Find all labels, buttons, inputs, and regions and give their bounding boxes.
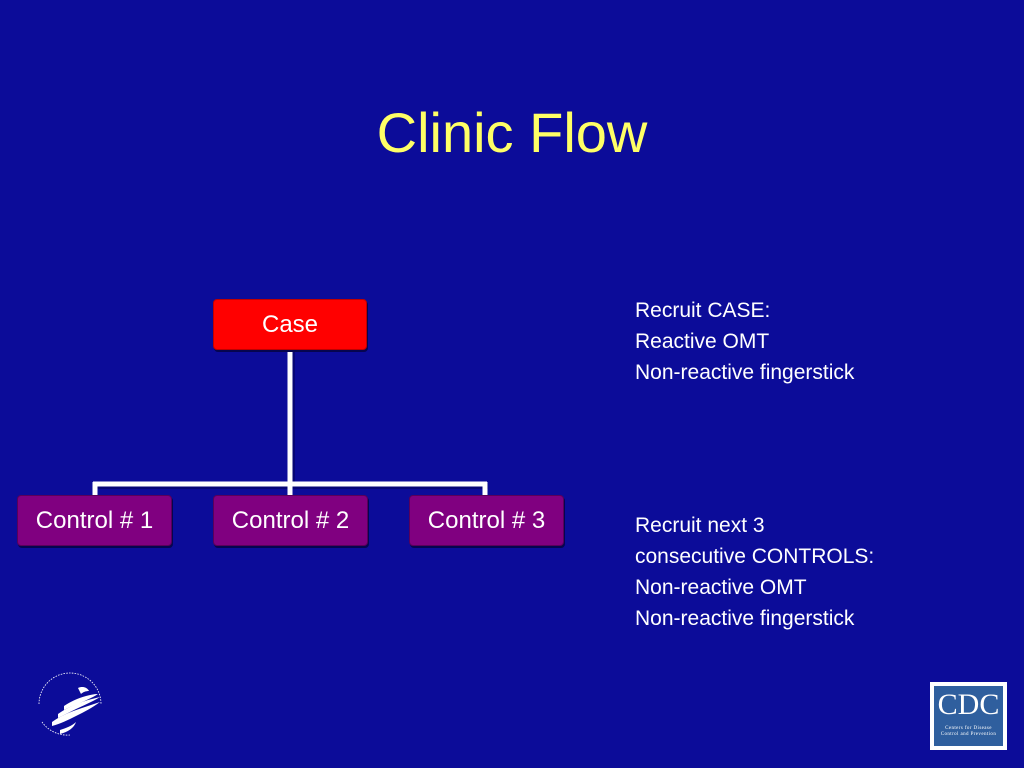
case-node: Case — [213, 299, 367, 350]
controls-recruitment-note: Recruit next 3 consecutive CONTROLS: Non… — [635, 510, 874, 634]
cdc-logo-panel: CDC Centers for Disease Control and Prev… — [934, 686, 1003, 746]
note-line: Non-reactive OMT — [635, 576, 807, 599]
control-node-label: Control # 1 — [35, 506, 154, 534]
case-node-label: Case — [261, 310, 319, 338]
slide-title: Clinic Flow — [376, 101, 648, 164]
cdc-logo-icon: CDC Centers for Disease Control and Prev… — [930, 682, 1007, 750]
note-line: consecutive CONTROLS: — [635, 545, 875, 568]
control-node-2: Control # 2 — [213, 495, 368, 546]
hhs-eagle-seal-icon — [38, 672, 102, 736]
control-node-1: Control # 1 — [17, 495, 172, 546]
cdc-logo-subtext: Centers for Disease Control and Preventi… — [941, 726, 996, 738]
cdc-logo-letters: CDC — [937, 688, 1000, 721]
note-line: Non-reactive fingerstick — [635, 361, 855, 384]
control-node-label: Control # 2 — [231, 506, 350, 534]
control-node-3: Control # 3 — [409, 495, 564, 546]
case-recruitment-note: Recruit CASE: Reactive OMT Non-reactive … — [635, 295, 854, 388]
note-line: Recruit next 3 — [635, 514, 765, 537]
cdc-logo-subtext-line: Centers for Disease — [945, 726, 992, 731]
note-line: Non-reactive fingerstick — [635, 607, 855, 630]
control-node-label: Control # 3 — [427, 506, 546, 534]
note-line: Recruit CASE: — [635, 299, 771, 322]
note-line: Reactive OMT — [635, 330, 770, 353]
cdc-logo-subtext-line: Control and Prevention — [940, 732, 997, 737]
